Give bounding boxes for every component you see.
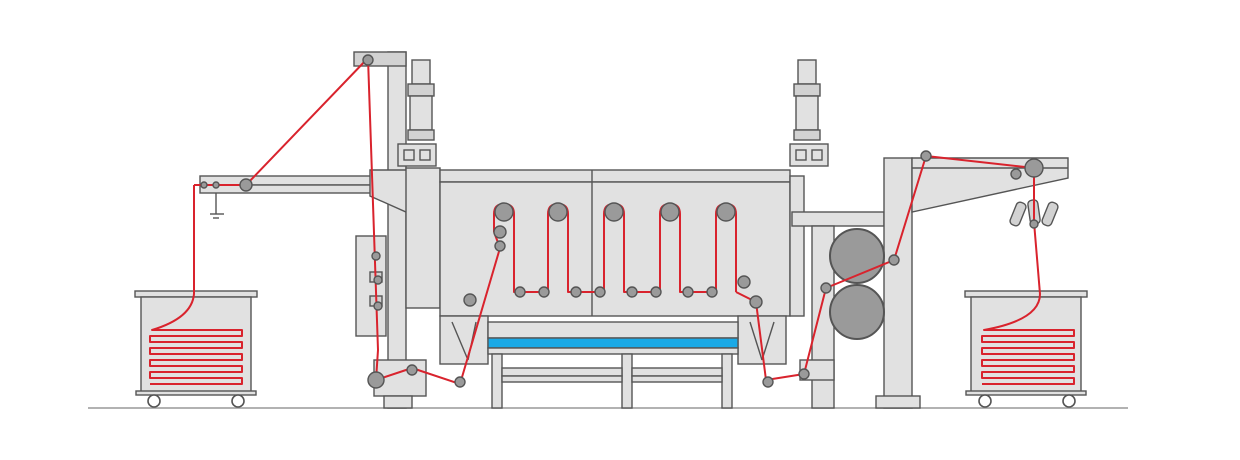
roller-icon bbox=[820, 282, 832, 294]
roller-icon bbox=[626, 286, 638, 298]
roller-icon bbox=[1024, 158, 1044, 178]
roller-icon bbox=[660, 202, 680, 222]
infeed-arm bbox=[199, 175, 387, 219]
roller-icon bbox=[406, 364, 418, 376]
roller-icon bbox=[1029, 219, 1039, 229]
roller-icon bbox=[514, 286, 526, 298]
roller-icon bbox=[494, 202, 514, 222]
roller-icon bbox=[762, 376, 774, 388]
roller-icon bbox=[1010, 168, 1022, 180]
roller-icon bbox=[373, 275, 383, 285]
roller-icon bbox=[367, 371, 385, 389]
roller-icon bbox=[200, 181, 208, 189]
cart-wheel-icon bbox=[978, 394, 992, 408]
roller-icon bbox=[749, 295, 763, 309]
roller-icon bbox=[239, 178, 253, 192]
cart-wheel-icon bbox=[147, 394, 161, 408]
cart-wheel-icon bbox=[1062, 394, 1076, 408]
roller-icon bbox=[373, 301, 383, 311]
roller-icon bbox=[371, 251, 381, 261]
roller-icon bbox=[682, 286, 694, 298]
roller-icon bbox=[650, 286, 662, 298]
guide-rollers bbox=[200, 54, 1044, 389]
roller-icon bbox=[362, 54, 374, 66]
roller-icon bbox=[494, 240, 506, 252]
roller-icon bbox=[570, 286, 582, 298]
cart-wheel-icon bbox=[231, 394, 245, 408]
roller-icon bbox=[829, 284, 885, 340]
roller-icon bbox=[716, 202, 736, 222]
right-motor-icon bbox=[789, 59, 829, 167]
roller-icon bbox=[706, 286, 718, 298]
roller-icon bbox=[212, 181, 220, 189]
roller-icon bbox=[538, 286, 550, 298]
roller-icon bbox=[454, 376, 466, 388]
roller-icon bbox=[493, 225, 507, 239]
roller-icon bbox=[737, 275, 751, 289]
roller-icon bbox=[604, 202, 624, 222]
roller-icon bbox=[594, 286, 606, 298]
roller-icon bbox=[798, 368, 810, 380]
heater-band bbox=[487, 337, 739, 349]
roller-icon bbox=[888, 254, 900, 266]
roller-icon bbox=[463, 293, 477, 307]
roller-icon bbox=[548, 202, 568, 222]
roller-icon bbox=[920, 150, 932, 162]
fabric-path bbox=[149, 57, 1075, 385]
control-panel bbox=[355, 235, 387, 337]
left-motor-icon bbox=[397, 59, 437, 167]
